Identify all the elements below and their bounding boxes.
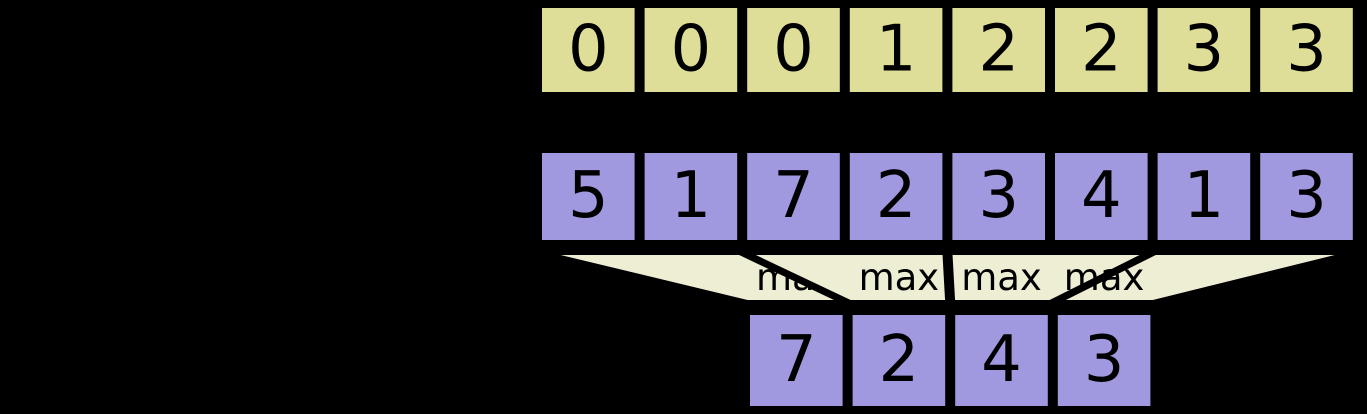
index-value-0: 0 <box>568 13 609 87</box>
index-cell-2 <box>742 3 845 97</box>
input-cell-2 <box>742 148 845 245</box>
max-label-3: max <box>1064 256 1145 299</box>
input-cell-0 <box>537 148 640 245</box>
index-cell-5 <box>1050 3 1153 97</box>
index-value-7: 3 <box>1286 13 1327 87</box>
index-cell-3 <box>844 3 948 97</box>
input-value-1: 1 <box>671 159 712 233</box>
output-value-1: 2 <box>879 323 920 397</box>
input-value-5: 4 <box>1081 159 1122 233</box>
index-cell-6 <box>1152 3 1256 97</box>
input-cell-3 <box>844 148 948 245</box>
input-value-4: 3 <box>978 159 1019 233</box>
index-value-5: 2 <box>1081 13 1122 87</box>
output-cell-2 <box>950 310 1053 411</box>
output-value-2: 4 <box>981 323 1022 397</box>
input-value-2: 7 <box>773 159 814 233</box>
index-value-2: 0 <box>773 13 814 87</box>
max-label-2: max <box>961 256 1042 299</box>
max-connector-2 <box>947 250 1152 305</box>
output-cell-0 <box>745 310 848 411</box>
output-cell-1 <box>847 310 951 411</box>
output-value-3: 3 <box>1084 323 1125 397</box>
input-value-6: 1 <box>1184 159 1225 233</box>
max-connectors: maxmaxmaxmax <box>538 250 1356 305</box>
index-cell-7 <box>1255 3 1358 97</box>
input-value-3: 2 <box>876 159 917 233</box>
index-value-3: 1 <box>876 13 917 87</box>
max-label-1: max <box>859 256 940 299</box>
index-value-4: 2 <box>978 13 1019 87</box>
input-cell-6 <box>1152 148 1256 245</box>
input-value-0: 5 <box>568 159 609 233</box>
index-cell-1 <box>639 3 743 97</box>
input-cell-4 <box>947 148 1051 245</box>
index-cell-0 <box>537 3 640 97</box>
max-connector-1 <box>743 250 951 305</box>
input-cell-1 <box>639 148 743 245</box>
output-value-0: 7 <box>776 323 817 397</box>
index-cell-4 <box>947 3 1051 97</box>
max-connector-3 <box>1054 250 1356 305</box>
input-cell-5 <box>1050 148 1153 245</box>
output-cell-3 <box>1052 310 1156 411</box>
input-value-7: 3 <box>1286 159 1327 233</box>
index-value-1: 0 <box>671 13 712 87</box>
index-value-6: 3 <box>1184 13 1225 87</box>
input-cell-7 <box>1255 148 1358 245</box>
